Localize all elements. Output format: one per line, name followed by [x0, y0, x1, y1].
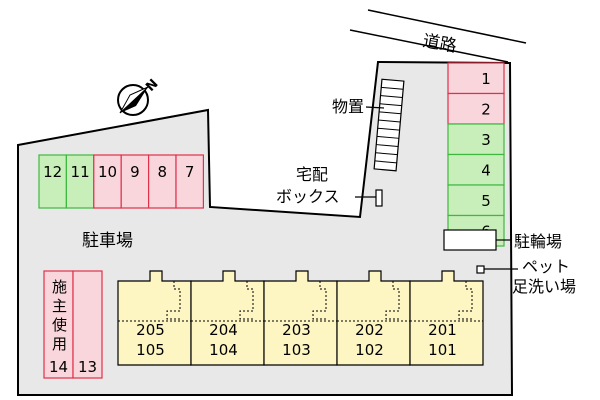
unit-upper-label: 204 — [209, 321, 238, 339]
parking-space-9-label: 9 — [130, 163, 140, 181]
parking-space-9 — [120, 154, 150, 209]
parking-spaces-right: 123456 — [447, 62, 505, 247]
parking-space-11 — [65, 154, 95, 209]
owner-use-char-4: 用 — [52, 335, 67, 353]
unit-103 — [263, 270, 338, 366]
unit-102 — [336, 270, 411, 366]
owner-use-char-1: 施 — [52, 278, 67, 296]
parking-space-4 — [447, 153, 505, 186]
unit-101 — [409, 270, 484, 366]
bicycle-parking-label: 駐輪場 — [514, 232, 562, 251]
delivery-box — [375, 189, 383, 207]
storage-leader — [365, 106, 385, 109]
parking-spaces-bottom: 施 主 使 用 14 13 — [43, 270, 103, 379]
unit-interior-line — [385, 281, 400, 320]
parking-label: 駐車場 — [82, 231, 133, 251]
parking-space-1-label: 1 — [481, 70, 491, 88]
unit-upper-label: 202 — [355, 321, 384, 339]
delivery-box-label-1: 宅配 — [296, 165, 328, 184]
unit-interior-line — [458, 281, 473, 320]
bicycle-parking — [443, 229, 497, 251]
storage-divider — [379, 111, 402, 115]
parking-space-1 — [447, 62, 505, 95]
storage-label: 物置 — [332, 97, 364, 116]
parking-space-14-label: 14 — [49, 358, 68, 376]
unit-lower-label: 104 — [209, 341, 238, 359]
unit-upper-label: 203 — [282, 321, 311, 339]
compass-icon: N — [117, 77, 162, 116]
parking-space-13 — [72, 270, 103, 379]
parking-space-14 — [43, 270, 74, 379]
unit-105 — [117, 270, 192, 366]
parking-space-10-label: 10 — [98, 163, 117, 181]
parking-space-5 — [447, 184, 505, 217]
unit-104 — [190, 270, 265, 366]
apartment-building: 205 105 204 104 203 103 202 102 201 101 — [117, 270, 484, 366]
parking-space-3 — [447, 123, 505, 156]
parking-space-7-label: 7 — [185, 163, 195, 181]
unit-upper-label: 201 — [428, 321, 457, 339]
parking-space-2 — [447, 92, 505, 125]
unit-lower-label: 105 — [136, 341, 165, 359]
unit-interior-line — [312, 281, 327, 320]
parking-space-12-label: 12 — [43, 163, 62, 181]
road-edge-top — [367, 9, 527, 44]
delivery-box-label-2: ボックス — [276, 187, 340, 206]
parking-space-5-label: 5 — [481, 192, 491, 210]
pet-wash — [476, 265, 485, 274]
storage-divider — [376, 144, 399, 147]
pet-wash-label-2: 足洗い場 — [512, 277, 576, 296]
parking-space-13-label: 13 — [78, 358, 97, 376]
storage-outline — [373, 78, 405, 172]
storage-divider — [374, 160, 397, 164]
parking-space-8 — [148, 154, 177, 209]
unit-lower-label: 103 — [282, 341, 311, 359]
storage-divider — [376, 135, 399, 139]
unit-lower-label: 102 — [355, 341, 384, 359]
storage-divider — [380, 95, 403, 98]
owner-use-char-2: 主 — [52, 297, 67, 315]
storage-divider — [379, 103, 402, 107]
road-edge-bottom — [349, 29, 509, 63]
unit-lower-label: 101 — [428, 341, 457, 359]
parking-space-8-label: 8 — [158, 163, 168, 181]
unit-upper-label: 205 — [136, 321, 165, 339]
unit-interior-line — [166, 281, 181, 320]
owner-use-char-3: 使 — [52, 316, 67, 334]
parking-space-11-label: 11 — [71, 163, 90, 181]
parking-space-3-label: 3 — [481, 131, 491, 149]
storage-divider — [375, 152, 398, 156]
storage-divider — [377, 127, 400, 131]
storage-divider — [381, 86, 404, 90]
pet-wash-label-1: ペット — [522, 257, 570, 276]
storage-shed — [373, 78, 405, 172]
unit-interior-line — [239, 281, 254, 320]
parking-space-4-label: 4 — [481, 162, 491, 180]
parking-space-7 — [175, 154, 204, 209]
road-label: 道路 — [421, 31, 458, 57]
parking-space-12 — [38, 154, 67, 209]
parking-space-10 — [93, 154, 122, 209]
parking-space-2-label: 2 — [481, 101, 491, 119]
storage-divider — [378, 119, 401, 123]
